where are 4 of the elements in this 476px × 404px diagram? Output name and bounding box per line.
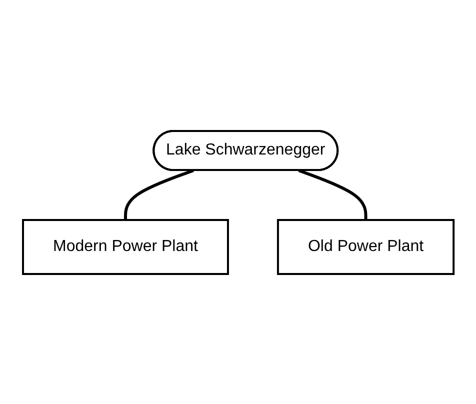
node-box: Modern Power Plant bbox=[22, 218, 229, 274]
connector bbox=[298, 168, 367, 220]
connector bbox=[124, 168, 194, 220]
node-box: Old Power Plant bbox=[276, 218, 454, 274]
